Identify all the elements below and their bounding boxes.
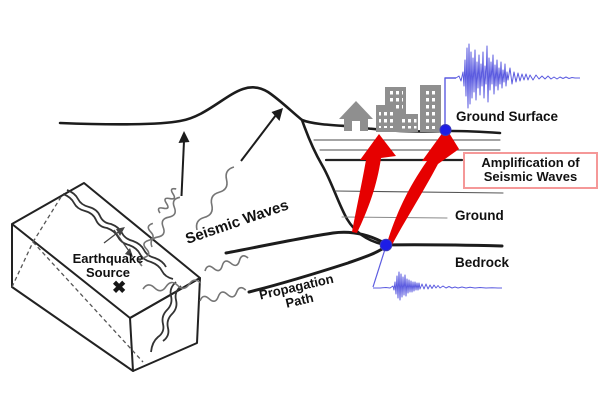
- surface-station-connector: [444, 77, 456, 129]
- up-arrow-head: [178, 131, 190, 143]
- bedrock-station-connector: [372, 245, 387, 288]
- up-arrow: [180, 140, 185, 197]
- station-marker-surface: [439, 124, 452, 136]
- seismogram-surface-trace: [455, 43, 580, 109]
- source-block-front-face: [11, 224, 134, 372]
- hypocenter-x-mark: ✖: [112, 278, 127, 297]
- hill-wave-arrows: [178, 108, 283, 197]
- amplification-arrow-right: [387, 128, 459, 245]
- amplification-arrow-left: [352, 134, 396, 233]
- bedrock-label: Bedrock: [455, 255, 510, 270]
- hidden-edge: [32, 241, 144, 363]
- hidden-edge: [32, 196, 62, 243]
- earthquake-source-line1: Earthquake: [72, 251, 144, 266]
- hidden-edge: [11, 241, 34, 288]
- seismogram-bedrock-trace: [373, 271, 502, 301]
- earthquake-source-label: Earthquake Source: [58, 251, 158, 281]
- amplification-callout-line1: Amplification of: [481, 155, 580, 170]
- station-marker-bedrock: [379, 238, 393, 252]
- source-block-right-face: [129, 277, 201, 372]
- building-icon: [399, 114, 418, 132]
- house-icon: [339, 101, 373, 131]
- earthquake-source-line2: Source: [85, 265, 131, 281]
- building-icon: [420, 85, 441, 132]
- bedrock-line: [384, 243, 504, 248]
- diagonal-arrow: [240, 114, 277, 162]
- amplification-callout-line2: Seismic Waves: [483, 169, 578, 185]
- wave-squiggle: [198, 285, 248, 306]
- wave-squiggle: [203, 253, 250, 276]
- amplification-callout-box: Amplification of Seismic Waves: [463, 152, 598, 190]
- propagation-path-line-lower: [247, 245, 387, 294]
- ground-surface-label: Ground Surface: [456, 109, 559, 124]
- buried-basin-edge-line: [300, 118, 388, 247]
- propagation-path-line-upper: [224, 230, 388, 255]
- amplification-arrows: [352, 128, 459, 245]
- town-icons: [339, 85, 441, 132]
- ground-label: Ground: [455, 208, 504, 223]
- fault-slip-arrow: [103, 227, 133, 257]
- building-icon: [376, 105, 396, 132]
- source-block: [11, 182, 201, 372]
- diagonal-arrow-head: [271, 108, 283, 121]
